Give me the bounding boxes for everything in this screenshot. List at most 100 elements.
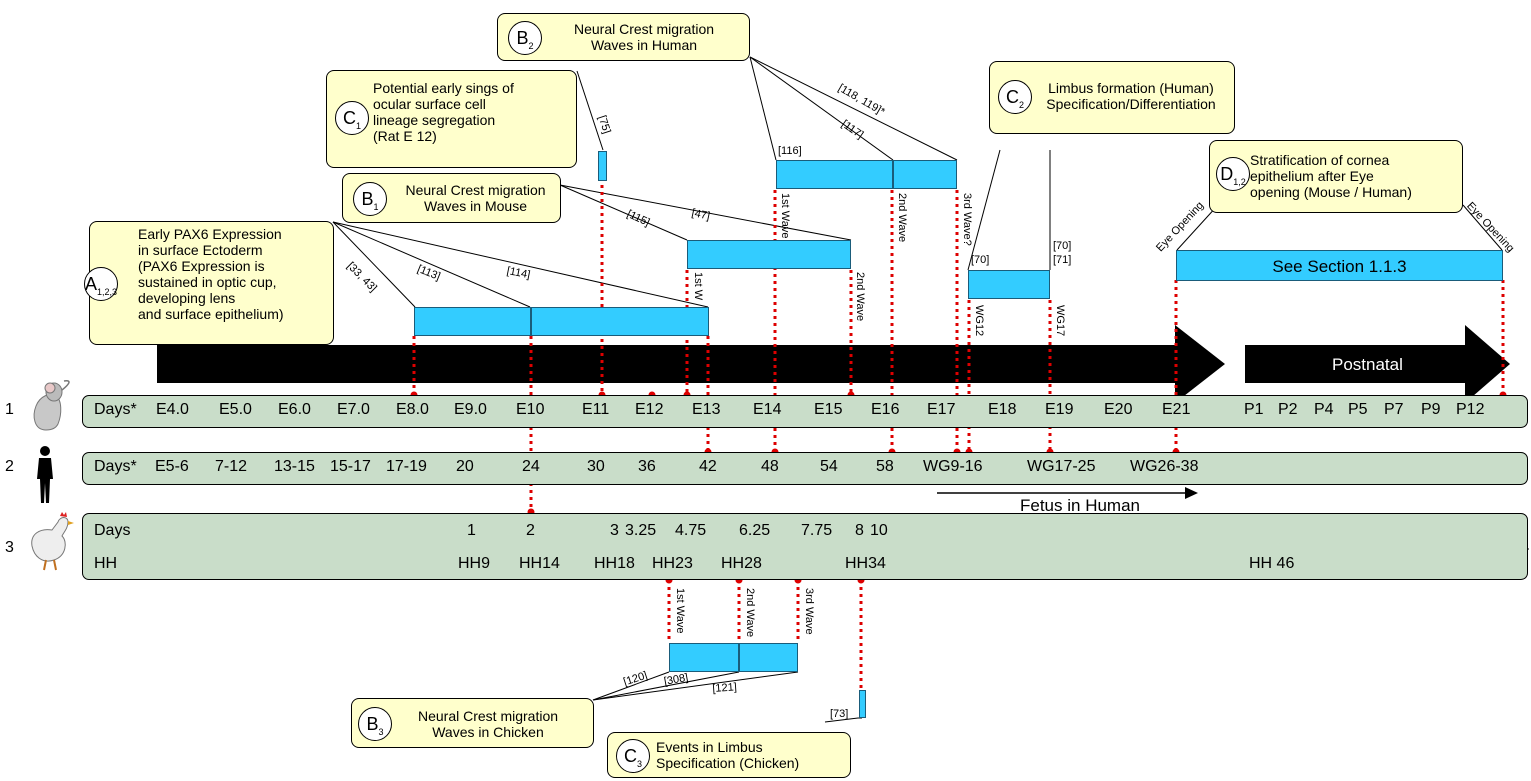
mouse-day-tick: E13 [692, 401, 720, 419]
box-d: D1,2 Stratification of cornea epithelium… [1209, 140, 1463, 213]
box-c3: C3 Events in Limbus Specification (Chick… [607, 732, 851, 778]
chick-day-tick: 1 [467, 522, 476, 540]
mouse-day-tick: E11 [582, 401, 609, 419]
mouse-wave-1: 1st W [692, 272, 704, 300]
box-c1-text: Potential early sings of ocular surface … [373, 80, 558, 144]
mouse-day-tick: E5.0 [219, 401, 252, 419]
mouse-row-label: Days* [94, 401, 137, 419]
box-b1-text: Neural Crest migration Waves in Mouse [393, 182, 558, 214]
rat-e12-bar [598, 151, 607, 181]
circle-b3: B3 [358, 707, 392, 741]
mouse-day-tick: P4 [1314, 401, 1334, 419]
circle-c3: C3 [616, 739, 650, 773]
mouse-day-tick: P7 [1384, 401, 1404, 419]
mouse-day-tick: E9.0 [454, 401, 487, 419]
chick-wave-1: 1st Wave [674, 588, 686, 633]
mouse-day-tick: E8.0 [396, 401, 429, 419]
wg12-label: WG12 [973, 305, 985, 336]
human-day-tick: 54 [820, 458, 838, 476]
box-b3: B3 Neural Crest migration Waves in Chick… [351, 698, 594, 748]
chick-hh-tick: HH18 [594, 555, 635, 573]
mouse-day-tick: E17 [927, 401, 955, 419]
box-b2-text: Neural Crest migration Waves in Human [554, 21, 734, 53]
human-wave-2: 2nd Wave [896, 193, 908, 242]
human-day-tick: E5-6 [155, 458, 189, 476]
mouse-day-tick: E4.0 [156, 401, 189, 419]
wg17-label: WG17 [1054, 305, 1066, 336]
box-a-text: Early PAX6 Expression in surface Ectoder… [138, 226, 333, 322]
ref-71: [71] [1053, 254, 1071, 266]
row-num-3: 3 [5, 539, 14, 557]
pax6-bar-1 [414, 307, 531, 336]
box-b2: B2 Neural Crest migration Waves in Human [497, 13, 750, 61]
chick-hh-label: HH [94, 555, 117, 573]
human-row-label: Days* [94, 458, 137, 476]
chick-hh-tick: HH14 [519, 555, 560, 573]
chick-hh-tick: HH23 [652, 555, 693, 573]
pax6-bar-2 [531, 307, 709, 336]
mouse-day-tick: P9 [1421, 401, 1441, 419]
human-day-tick: 30 [587, 458, 605, 476]
box-c2-text: Limbus formation (Human) Specification/D… [1030, 80, 1232, 112]
human-day-tick: 13-15 [274, 458, 315, 476]
limbus-human-bar [968, 270, 1050, 299]
section-bar: See Section 1.1.3 [1176, 250, 1503, 281]
chick-wave-bar-2 [739, 643, 798, 672]
human-wave-bar-1 [776, 160, 893, 189]
mouse-day-tick: P1 [1244, 401, 1264, 419]
chick-hh-tick: HH34 [845, 555, 886, 573]
chick-days-label: Days [94, 522, 130, 540]
chick-wave-2: 2nd Wave [744, 588, 756, 637]
chick-day-tick: 3 [610, 522, 619, 540]
box-d-text: Stratification of cornea epithelium afte… [1250, 152, 1460, 200]
human-day-tick: 17-19 [386, 458, 427, 476]
human-day-tick: 7-12 [215, 458, 247, 476]
chick-day-tick: 3.25 [625, 522, 656, 540]
mouse-day-tick: E7.0 [337, 401, 370, 419]
circle-d: D1,2 [1216, 157, 1250, 191]
mouse-day-tick: E20 [1104, 401, 1132, 419]
human-day-tick: 15-17 [330, 458, 371, 476]
human-icon [34, 445, 56, 505]
circle-b1: B1 [353, 182, 387, 216]
chick-day-tick: 8 [855, 522, 864, 540]
circle-a: A1,2,3 [84, 267, 118, 301]
mouse-icon [20, 378, 78, 433]
mouse-day-tick: P5 [1348, 401, 1368, 419]
ref-70b: [70] [1053, 240, 1071, 252]
box-c3-text: Events in Limbus Specification (Chicken) [656, 739, 831, 771]
human-day-tick: WG9-16 [923, 458, 983, 476]
chick-hh-tick: HH28 [721, 555, 762, 573]
mouse-day-tick: P12 [1456, 401, 1484, 419]
section-note: See Section 1.1.3 [1177, 257, 1502, 277]
human-day-tick: 42 [699, 458, 717, 476]
mouse-day-tick: E19 [1045, 401, 1073, 419]
human-wave-3: 3rd Wave? [961, 193, 973, 246]
box-b3-text: Neural Crest migration Waves in Chicken [398, 708, 578, 740]
chick-day-tick: 6.25 [739, 522, 770, 540]
mouse-day-tick: E12 [635, 401, 663, 419]
chick-day-tick: 4.75 [675, 522, 706, 540]
human-day-tick: 24 [522, 458, 540, 476]
chicken-icon [22, 512, 76, 572]
mouse-day-tick: E15 [814, 401, 842, 419]
human-day-tick: 36 [638, 458, 656, 476]
row-num-1: 1 [5, 401, 14, 419]
human-day-tick: 58 [876, 458, 894, 476]
human-wave-1: 1st Wave [779, 193, 791, 238]
circle-b2: B2 [508, 21, 542, 55]
chick-hh-tick: HH9 [458, 555, 490, 573]
mouse-day-tick: P2 [1278, 401, 1298, 419]
ref-121: [121] [712, 681, 737, 695]
chick-wave-3: 3rd Wave [803, 588, 815, 635]
ref-73: [73] [830, 708, 848, 720]
mouse-day-tick: E18 [988, 401, 1016, 419]
human-day-tick: WG17-25 [1027, 458, 1095, 476]
human-day-tick: WG26-38 [1130, 458, 1198, 476]
mouse-wave-bar [687, 240, 851, 269]
human-day-tick: 20 [456, 458, 474, 476]
chick-day-tick: 2 [526, 522, 535, 540]
chick-day-tick: 7.75 [801, 522, 832, 540]
postnatal-label: Postnatal [1332, 355, 1403, 375]
